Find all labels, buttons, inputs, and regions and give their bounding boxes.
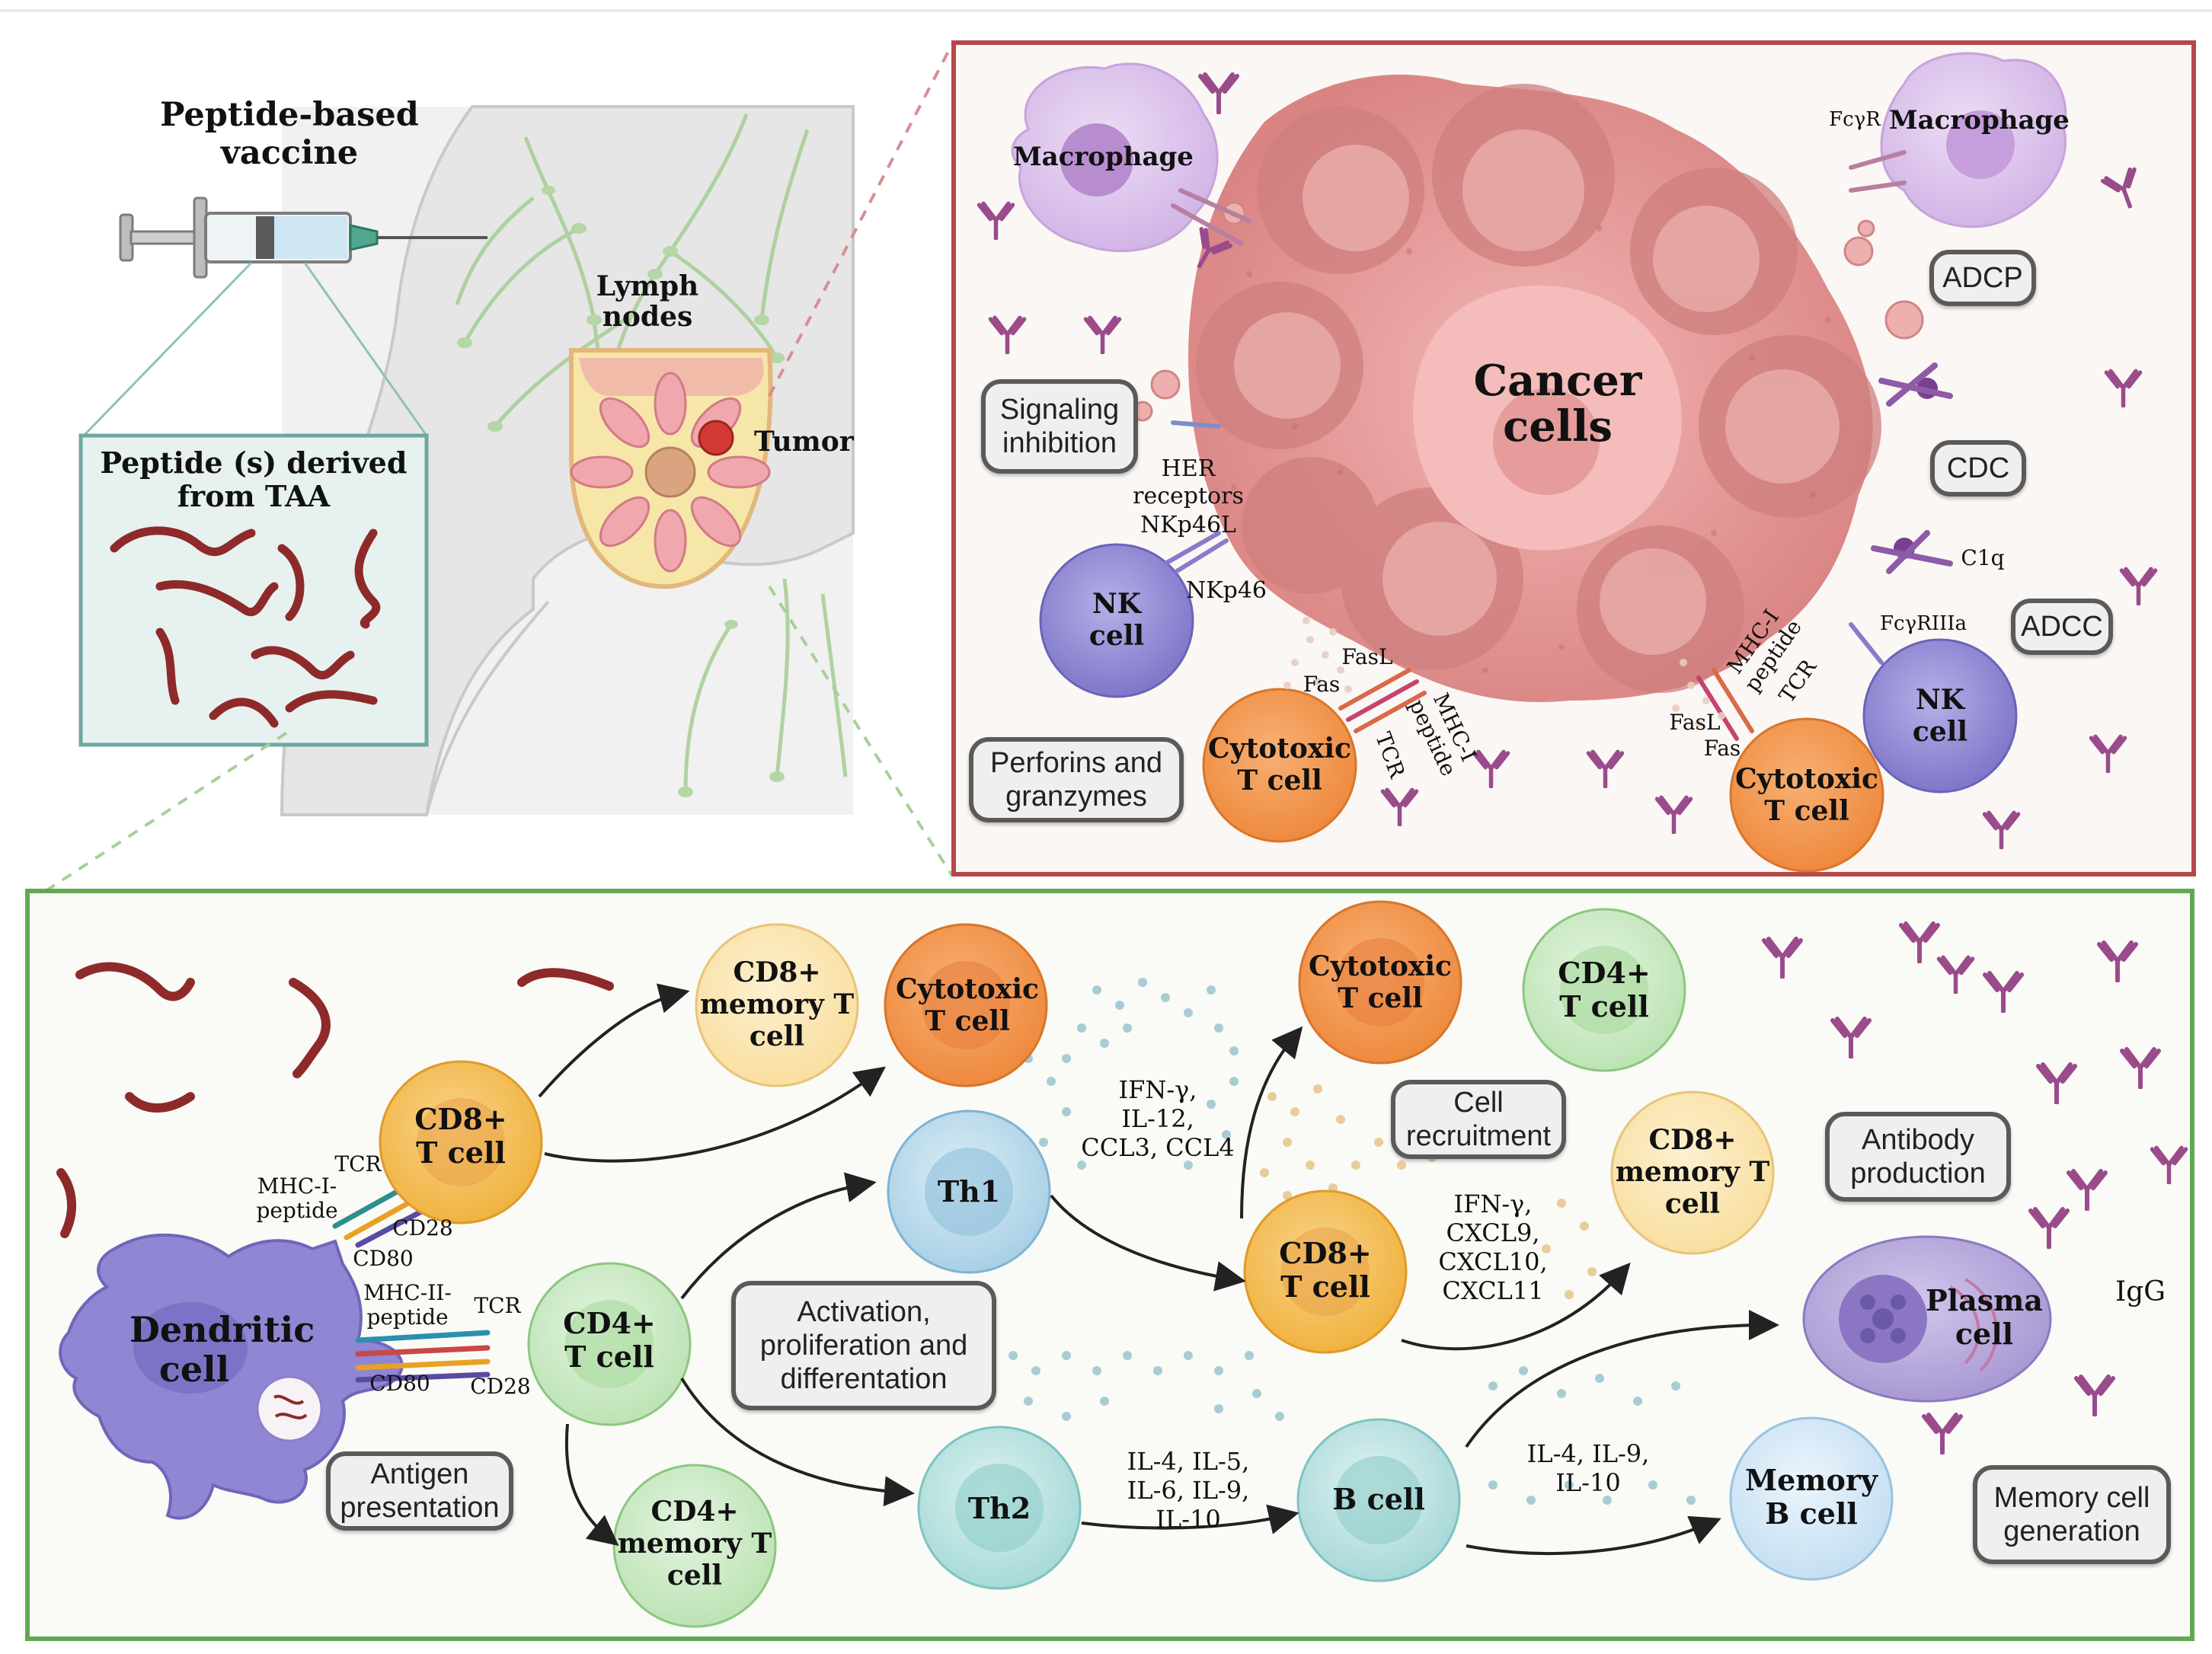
antibody-production-box: Antibody production [1825,1112,2011,1202]
macrophage-left [1011,62,1219,253]
nk-cell-right-label: NK cell [1912,684,1968,748]
fcgriiia-label: FcγRIIIa [1879,612,1967,635]
fas-left-label: Fas [1303,672,1341,697]
macrophage-left-label: Macrophage [1013,142,1194,172]
dendritic-cell-label: Dendritic cell [129,1309,315,1390]
cd28-bottom-label: CD28 [470,1374,531,1399]
tumor-label: Tumor [754,426,854,458]
fasl-left-label: FasL [1341,644,1393,669]
antigen-presentation-box: Antigen presentation [326,1451,513,1531]
memory-cell-generation-box: Memory cell generation [1973,1465,2171,1564]
cytokines-2: IFN-γ, CXCL9, CXCL10, CXCL11 [1438,1189,1548,1305]
cd80-top-label: CD80 [353,1246,414,1271]
ctl-right-label: Cytotoxic T cell [1735,763,1878,827]
th1-cell [887,1110,1051,1274]
cd8-memory-t-cell-right [1610,1090,1775,1255]
cytotoxic-t-cell-top [1298,900,1462,1065]
cytokine-cloud-3 [1009,1351,1696,1505]
cd8-memory-label: CD8+ memory T cell [699,956,855,1052]
cd4-t-cell [527,1262,692,1426]
cd4-t-cell-top [1522,908,1686,1072]
mhc2-label: MHC-II- peptide [363,1280,452,1330]
cd4-memory-label: CD4+ memory T cell [617,1496,772,1592]
plasma-cell-label: Plasma cell [1926,1283,2043,1351]
cancer-cells [1132,75,1924,702]
macrophage-right-label: Macrophage [1889,105,2070,136]
signaling-inhibition-box: Signaling inhibition [981,379,1138,474]
vaccine-title: Peptide-based vaccine [160,96,419,172]
plasma-cell [1802,1235,2052,1403]
th2-cell [917,1426,1082,1590]
cdc-box: CDC [1930,440,2026,497]
cd8-center-label: CD8+ T cell [1279,1236,1372,1304]
th1-label: Th1 [937,1174,1001,1209]
activation-box: Activation, proliferation and differenta… [731,1281,996,1410]
adcp-box: ADCP [1929,250,2036,306]
nk-cell-left [1039,543,1194,698]
cd4-t-cell-label: CD4+ T cell [563,1306,656,1374]
cd8-memory-t-cell [695,923,859,1087]
peptide-strands-panel [56,962,614,1238]
b-cell-label: B cell [1332,1482,1425,1516]
fasl-right-label: FasL [1669,710,1721,735]
cytokine-cloud-2 [1260,1084,1597,1299]
th2-label: Th2 [967,1491,1031,1525]
memory-b-cell [1729,1416,1894,1581]
peptide-strands [110,526,381,728]
her-receptors-label: HER receptors [1133,455,1244,509]
perforins-box: Perforins and granzymes [969,737,1184,822]
cd8-t-cell-center [1243,1189,1408,1354]
macrophage-right [1880,52,2067,228]
cd8-t-cell [379,1060,543,1225]
cd4-top-label: CD4+ T cell [1558,956,1651,1023]
memory-b-label: Memory B cell [1745,1463,1878,1531]
ctl-top-label: Cytotoxic T cell [1309,950,1452,1014]
cytokines-3: IL-4, IL-5, IL-6, IL-9, IL-10 [1127,1447,1250,1534]
fcgr-label: FcγR [1829,108,1881,131]
cd28-top-label: CD28 [392,1215,453,1240]
tcr-top-label: TCR [334,1151,382,1177]
b-cell [1296,1418,1461,1582]
breast-cross-section [569,348,773,589]
cd80-bottom-label: CD80 [369,1371,430,1396]
nkp46l-label: NKp46L [1140,512,1236,538]
igg-label: IgG [2115,1276,2166,1308]
nk-cell-left-label: NK cell [1088,588,1145,652]
fas-right-label: Fas [1703,736,1741,761]
flow-arrows [538,983,1779,1555]
c1q-label: C1q [1961,545,2005,570]
cell-recruitment-box: Cell recruitment [1391,1080,1566,1159]
cytotoxic-t-cell-mid [884,923,1048,1087]
cytotoxic-t-cell-right [1729,717,1884,873]
cytokines-1: IFN-γ, IL-12, CCL3, CCL4 [1081,1075,1235,1162]
nk-cell-right [1862,638,2018,793]
cd8-memory-right-label: CD8+ memory T cell [1615,1124,1770,1220]
cancer-cells-label: Cancer cells [1473,356,1642,452]
inset-title: Peptide (s) derived from TAA [100,445,408,513]
ctl-left-label: Cytotoxic T cell [1208,733,1351,797]
mhc1-label: MHC-I- peptide [256,1173,338,1223]
tcr-bottom-label: TCR [474,1293,521,1318]
adcc-box: ADCC [2011,599,2113,655]
ctl-mid-label: Cytotoxic T cell [896,973,1039,1037]
cd8-t-cell-label: CD8+ T cell [414,1102,507,1170]
dendritic-cell [59,1233,404,1520]
cytotoxic-t-cell-left [1202,688,1357,843]
cytokines-4: IL-4, IL-9, IL-10 [1526,1439,1650,1497]
syringe-icon [119,196,487,279]
lymph-nodes-label: Lymph nodes [596,270,699,333]
nkp46-label: NKp46 [1185,577,1267,604]
